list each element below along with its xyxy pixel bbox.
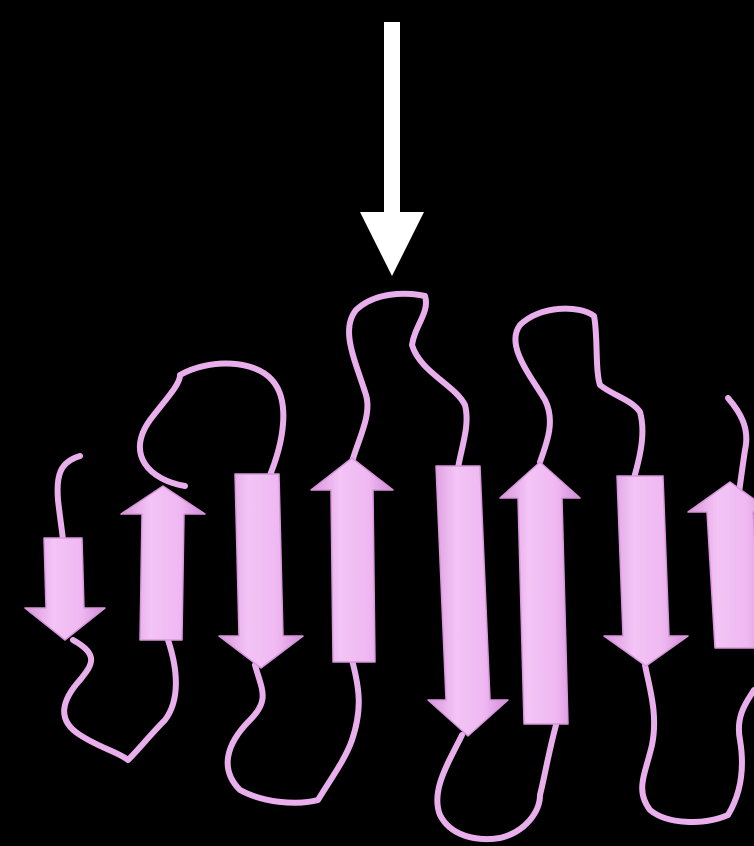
beta-strand-2-up [121,486,205,640]
coil-loop-5-6-bottom [437,725,556,839]
arrow-head [360,212,424,276]
down-arrow-icon [360,22,424,276]
coil-loop-3-4-bottom [228,660,359,803]
beta-strand-5-down [428,466,508,736]
beta-strands [25,458,754,736]
coil-loop-7-8-bottom [642,665,754,822]
arrow-shaft [384,22,400,218]
beta-strand-7-down [604,476,688,666]
coil-loop-1-2-bottom [64,640,176,760]
coil-loop-2-3-top [140,364,283,486]
coil-n-terminus [58,456,80,540]
beta-strand-1-down [25,538,105,640]
beta-strand-4-up [311,458,393,662]
coil-loop-6-7-top [515,309,642,478]
beta-strand-6-up [500,462,580,724]
beta-strand-8-up [688,482,754,648]
coil-loop-4-5-top [349,294,467,468]
beta-strand-3-down [219,474,303,668]
